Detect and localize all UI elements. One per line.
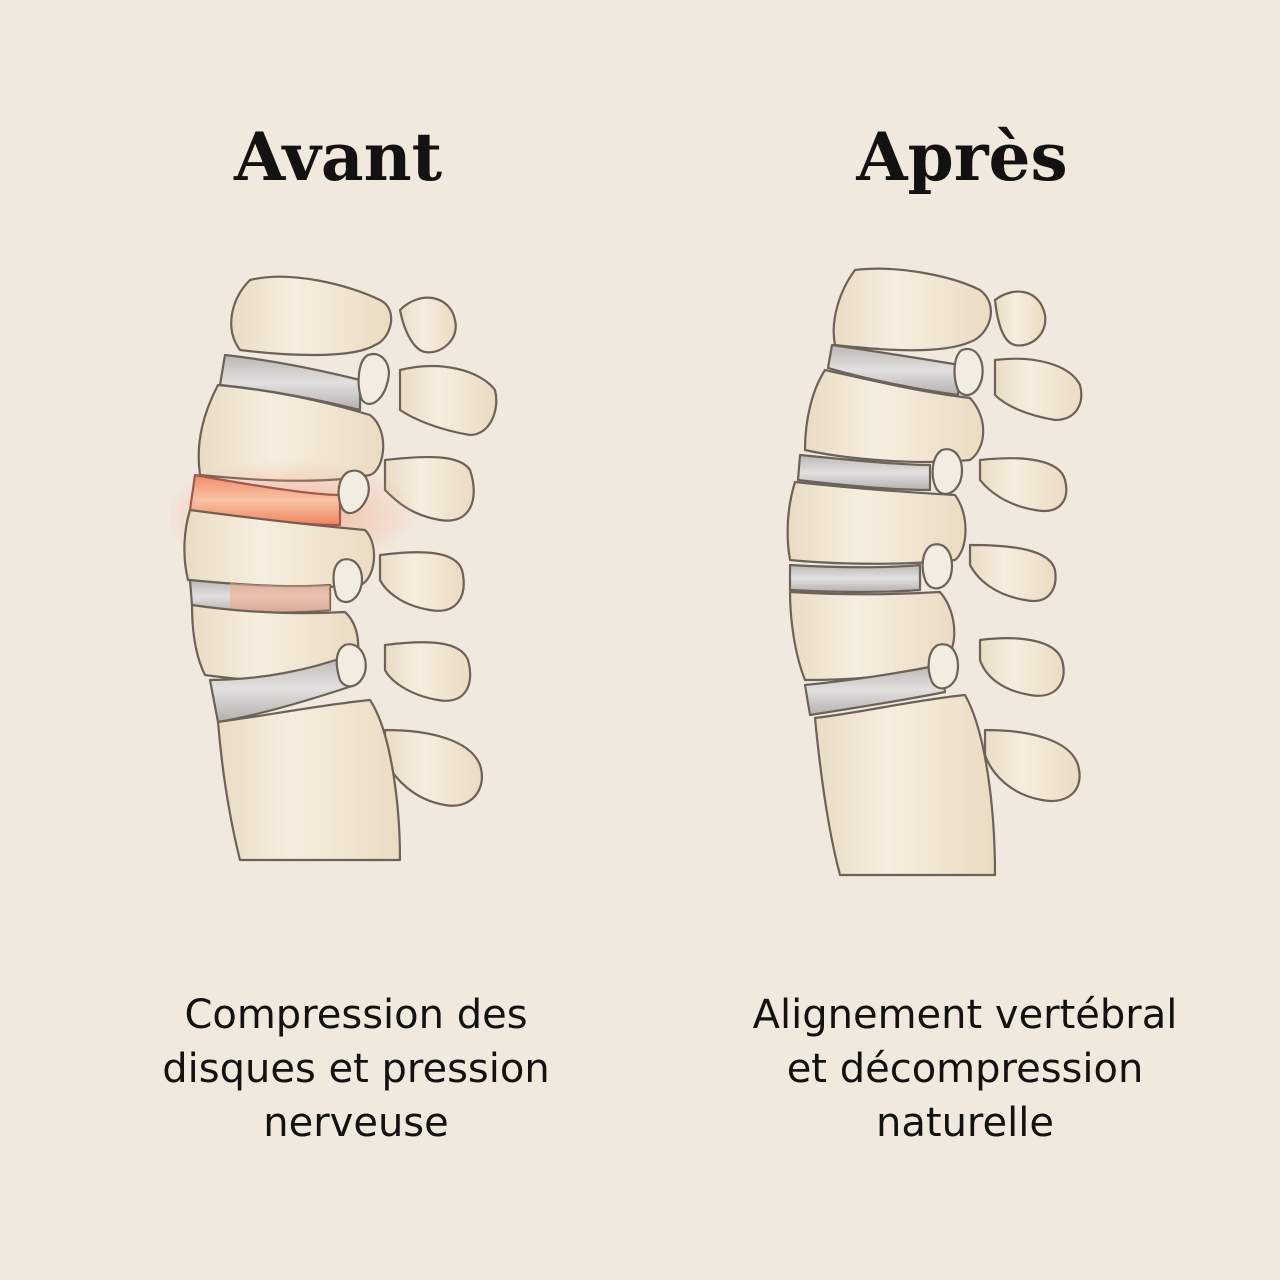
after-caption: Alignement vertébral et décompression na… [645, 988, 1280, 1150]
after-caption-line-2: et décompression [786, 1046, 1144, 1092]
before-caption-line-1: Compression des [184, 992, 528, 1038]
before-caption-line-3: nerveuse [263, 1100, 449, 1146]
before-panel: Avant [86, 118, 626, 1150]
after-title: Après [856, 118, 1068, 196]
before-title: Avant [233, 118, 443, 196]
after-caption-line-1: Alignement vertébral [752, 992, 1178, 1038]
after-panel: Après [640, 0, 1280, 1280]
spine-after-illustration [786, 267, 1083, 877]
after-caption-line-3: naturelle [876, 1100, 1054, 1146]
before-caption: Compression des disques et pression nerv… [86, 988, 626, 1150]
before-caption-line-2: disques et pression [162, 1046, 550, 1092]
spine-before-illustration [170, 275, 498, 862]
